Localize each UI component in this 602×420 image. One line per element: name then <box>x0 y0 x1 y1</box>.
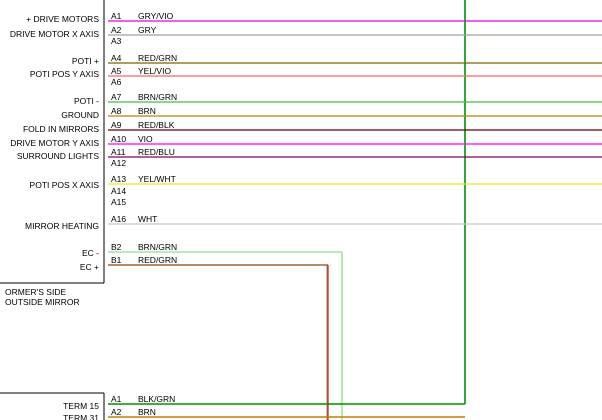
signal-label: DRIVE MOTOR X AXIS <box>10 29 99 39</box>
pin-a13-id: A13 <box>111 174 126 184</box>
signal-label: SURROUND LIGHTS <box>17 151 100 161</box>
module-a-wires: A1 + DRIVE MOTORS GRY/VIO A2 DRIVE MOTOR X A… <box>10 11 602 272</box>
wire-color-label: WHT <box>138 214 157 224</box>
signal-label: POTI + <box>72 56 99 66</box>
module-a-caption-line-2: OUTSIDE MIRROR <box>5 297 80 307</box>
pin-a1-id: A1 <box>111 11 122 21</box>
signal-label: TERM 31 <box>63 413 99 420</box>
wire-color-label: RED/BLK <box>138 120 175 130</box>
pin-a15-id: A15 <box>111 197 126 207</box>
wire-color-label: GRY <box>138 25 157 35</box>
pin-a4-id: A4 <box>111 53 122 63</box>
pin-a16-id: A16 <box>111 214 126 224</box>
pin-a12-id: A12 <box>111 158 126 168</box>
pin-a7-id: A7 <box>111 92 122 102</box>
wire-color-label: RED/GRN <box>138 53 177 63</box>
pin-b-a2-id: A2 <box>111 407 122 417</box>
signal-label: EC + <box>80 262 99 272</box>
pin-a2-id: A2 <box>111 25 122 35</box>
wire-color-label: YEL/WHT <box>138 174 176 184</box>
wire-color-label: RED/GRN <box>138 255 177 265</box>
wire-color-label: VIO <box>138 134 153 144</box>
wire-color-label: RED/BLU <box>138 147 175 157</box>
signal-label: POTI - <box>74 96 99 106</box>
signal-label: TERM 15 <box>63 401 99 411</box>
wire-color-label: YEL/VIO <box>138 66 171 76</box>
signal-label: GROUND <box>61 110 99 120</box>
signal-label: DRIVE MOTOR Y AXIS <box>10 138 99 148</box>
wire-color-label: BLK/GRN <box>138 394 175 404</box>
pin-a3-id: A3 <box>111 36 122 46</box>
wire-color-label: BRN <box>138 106 156 116</box>
signal-label: POTI POS X AXIS <box>30 180 100 190</box>
pin-a9-id: A9 <box>111 120 122 130</box>
pin-b1-id: B1 <box>111 255 122 265</box>
wire-color-label: BRN/GRN <box>138 92 177 102</box>
module-a-caption-line-1: ORMER'S SIDE <box>5 287 66 297</box>
wire-color-label: BRN <box>138 407 156 417</box>
pin-a11-id: A11 <box>111 147 126 157</box>
pin-b2-id: B2 <box>111 242 122 252</box>
signal-label: MIRROR HEATING <box>25 221 99 231</box>
signal-label: FOLD IN MIRRORS <box>23 124 99 134</box>
pin-a14-id: A14 <box>111 186 126 196</box>
signal-label: POTI POS Y AXIS <box>30 69 99 79</box>
pin-a10-id: A10 <box>111 134 126 144</box>
pin-a6-id: A6 <box>111 77 122 87</box>
pin-b-a1-id: A1 <box>111 394 122 404</box>
signal-label: EC - <box>82 248 99 258</box>
pin-a5-id: A5 <box>111 66 122 76</box>
wire-color-label: GRY/VIO <box>138 11 174 21</box>
pin-a8-id: A8 <box>111 106 122 116</box>
wire-color-label: BRN/GRN <box>138 242 177 252</box>
signal-label: + DRIVE MOTORS <box>26 14 99 24</box>
vertical-wires <box>326 0 466 420</box>
